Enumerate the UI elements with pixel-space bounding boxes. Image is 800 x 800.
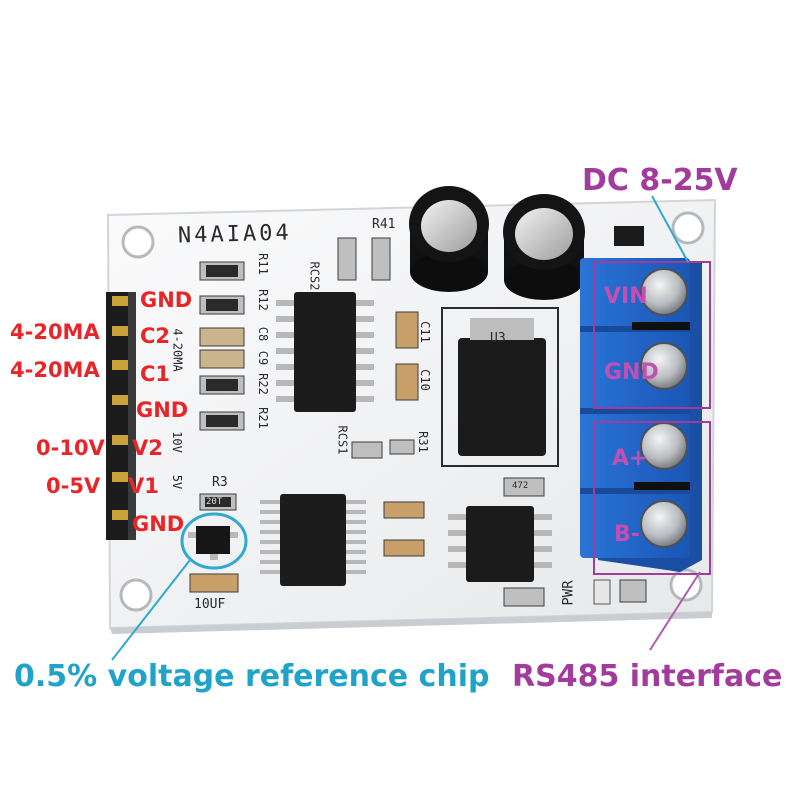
silk-range-5v: 5V xyxy=(170,474,185,490)
silk-r41: R41 xyxy=(372,217,396,232)
silk-pwr: PWR xyxy=(560,580,577,606)
silk-r12: R12 xyxy=(255,289,270,311)
terminal-label-b-minus: B- xyxy=(614,522,640,547)
silk-r21: R21 xyxy=(255,407,270,429)
pin-label-c2: C2 xyxy=(140,324,171,348)
pin-label-v1-range: 0-5V xyxy=(46,474,101,498)
terminal-label-gnd: GND xyxy=(604,360,659,385)
terminal-outline-boxes xyxy=(593,261,711,575)
terminal-label-vin: VIN xyxy=(604,284,648,309)
diode xyxy=(614,226,644,246)
pin-label-v2-range: 0-10V xyxy=(36,436,105,460)
silk-c8: C8 xyxy=(256,326,271,342)
silk-472: 472 xyxy=(512,481,529,491)
pin-label-c2-range: 4-20MA xyxy=(10,320,100,344)
vref-leader-line xyxy=(111,559,191,661)
ic-rs485 xyxy=(448,477,647,607)
pin-label-gnd-bottom: GND xyxy=(132,512,185,536)
silk-10uf: 10UF xyxy=(194,597,226,612)
silk-u3: U3 xyxy=(490,331,506,346)
silk-c10: C10 xyxy=(417,369,432,391)
silk-20t: 20T xyxy=(206,497,223,507)
smd-caps-center xyxy=(337,237,425,557)
rs485-leader-line xyxy=(649,571,701,651)
pin-label-c1: C1 xyxy=(140,362,171,386)
smd-resistors-left xyxy=(199,261,245,431)
silk-r31: R31 xyxy=(415,431,430,453)
power-leader-line xyxy=(651,195,689,263)
silk-range-4-20ma: 4-20MA xyxy=(170,328,185,372)
silk-r11: R11 xyxy=(255,253,270,275)
pin-label-v2: V2 xyxy=(132,436,163,460)
pin-label-gnd-middle: GND xyxy=(136,398,189,422)
silk-range-10v: 10V xyxy=(169,431,184,453)
silk-rcs1: RCS1 xyxy=(335,425,350,455)
silk-r3: R3 xyxy=(212,475,228,490)
ic-upper xyxy=(276,292,374,412)
silk-rcs2: RCS2 xyxy=(307,261,322,291)
electrolytic-capacitors xyxy=(409,186,585,300)
silk-c11: C11 xyxy=(417,321,432,343)
mounting-holes xyxy=(119,211,705,612)
pin-label-v1: V1 xyxy=(128,474,159,498)
ic-lower xyxy=(260,494,366,586)
pin-header xyxy=(106,292,136,540)
silk-c9: C9 xyxy=(256,350,271,366)
callout-rs485: RS485 interface xyxy=(512,659,783,694)
terminal-block xyxy=(580,258,702,572)
callout-vref: 0.5% voltage reference chip xyxy=(14,659,490,694)
terminal-label-a-plus: A+ xyxy=(612,446,648,471)
terminal-screws xyxy=(640,268,688,548)
voltage-reference-chip xyxy=(180,493,248,593)
silk-r22: R22 xyxy=(255,373,270,395)
board-model: N4AIA04 xyxy=(177,220,293,249)
voltage-regulator xyxy=(441,307,559,467)
pin-label-gnd-top: GND xyxy=(140,288,193,312)
callout-power: DC 8-25V xyxy=(582,163,738,198)
pin-label-c1-range: 4-20MA xyxy=(10,358,100,382)
